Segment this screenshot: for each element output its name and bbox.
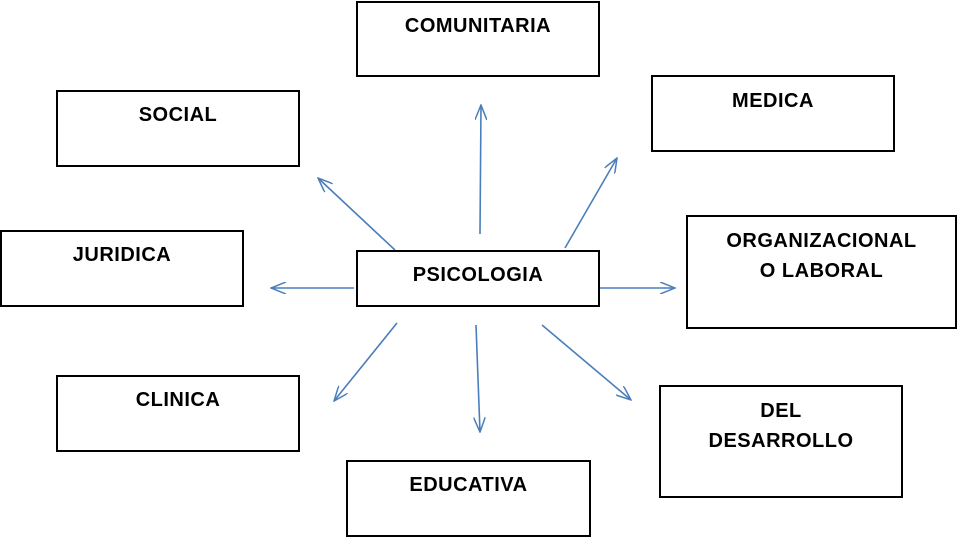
node-clinica-label: CLINICA [135, 389, 221, 411]
node-juridica-label: JURIDICA [72, 244, 172, 266]
node-psicologia-center: PSICOLOGIA [356, 250, 600, 307]
node-desarrollo: DEL DESARROLLO [659, 385, 903, 498]
arrow-to-desarrollo [541, 324, 631, 400]
node-organizacional: ORGANIZACIONAL O LABORAL [686, 215, 957, 329]
node-desarrollo-label: DEL DESARROLLO [708, 400, 854, 452]
arrow-to-clinica [334, 322, 398, 401]
node-comunitaria: COMUNITARIA [356, 1, 600, 77]
node-social-label: SOCIAL [138, 104, 218, 126]
arrow-to-social [318, 178, 396, 251]
arrow-to-comunitaria [480, 105, 481, 235]
node-social: SOCIAL [56, 90, 300, 167]
node-educativa: EDUCATIVA [346, 460, 591, 537]
node-comunitaria-label: COMUNITARIA [404, 15, 552, 37]
node-clinica: CLINICA [56, 375, 300, 452]
node-medica: MEDICA [651, 75, 895, 152]
node-organizacional-label: ORGANIZACIONAL O LABORAL [726, 230, 917, 282]
node-educativa-label: EDUCATIVA [409, 474, 528, 496]
node-psicologia-label: PSICOLOGIA [412, 264, 544, 286]
arrow-to-medica [564, 158, 617, 249]
node-medica-label: MEDICA [732, 90, 814, 112]
node-juridica: JURIDICA [0, 230, 244, 307]
arrow-to-educativa [476, 324, 480, 432]
